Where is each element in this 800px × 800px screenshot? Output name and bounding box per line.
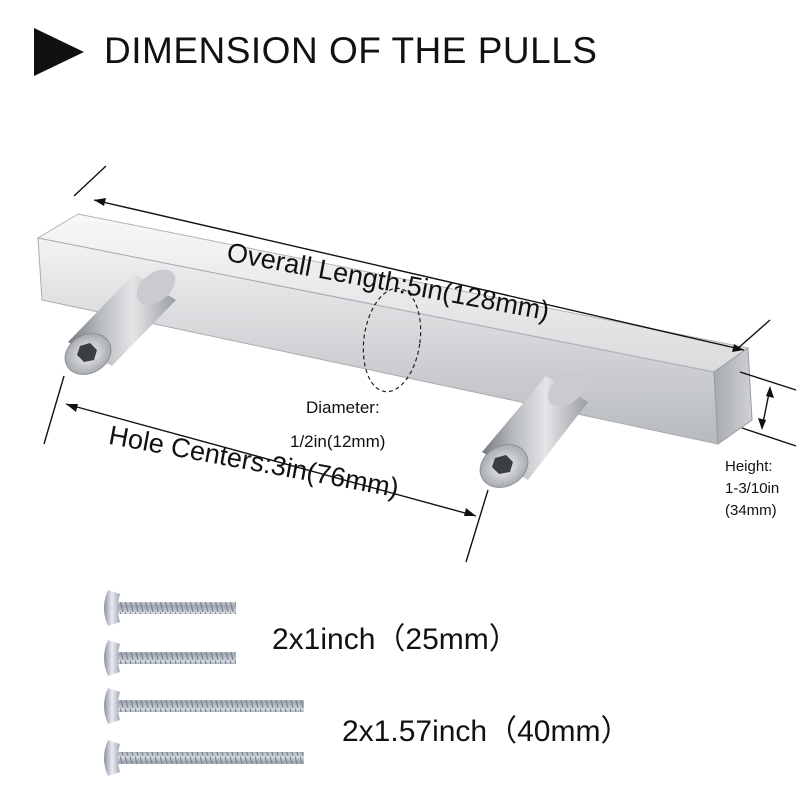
height-label-group: Height: 1-3/10in (34mm) [725, 456, 779, 522]
height-value-in: 1-3/10in [725, 480, 780, 497]
hole-centers-dimension [43, 375, 489, 563]
page-title: DIMENSION OF THE PULLS [104, 30, 598, 71]
height-dimension [739, 371, 797, 447]
header: DIMENSION OF THE PULLS [30, 22, 770, 82]
screw-short-2 [104, 640, 236, 676]
hex-socket-icon [492, 455, 513, 474]
screw-long-2 [104, 740, 304, 776]
screw-long-label: 2x1.57inch（40mm） [342, 715, 631, 748]
triangle-right-icon [34, 28, 84, 76]
screw-long-1 [104, 688, 304, 724]
right-post [479, 371, 588, 488]
hex-socket-icon [77, 343, 97, 362]
diameter-indicator [362, 287, 422, 393]
screw-short-1 [104, 590, 236, 626]
screw-short-label: 2x1inch（25mm） [272, 623, 519, 656]
height-label: Height: [725, 458, 773, 475]
diameter-value: 1/2in(12mm) [290, 432, 386, 451]
overall-length-dimension [73, 165, 771, 352]
diameter-label: Diameter: [306, 398, 380, 417]
bar-end-face [713, 347, 753, 445]
left-post [64, 269, 176, 375]
height-value-mm: (34mm) [725, 502, 777, 519]
